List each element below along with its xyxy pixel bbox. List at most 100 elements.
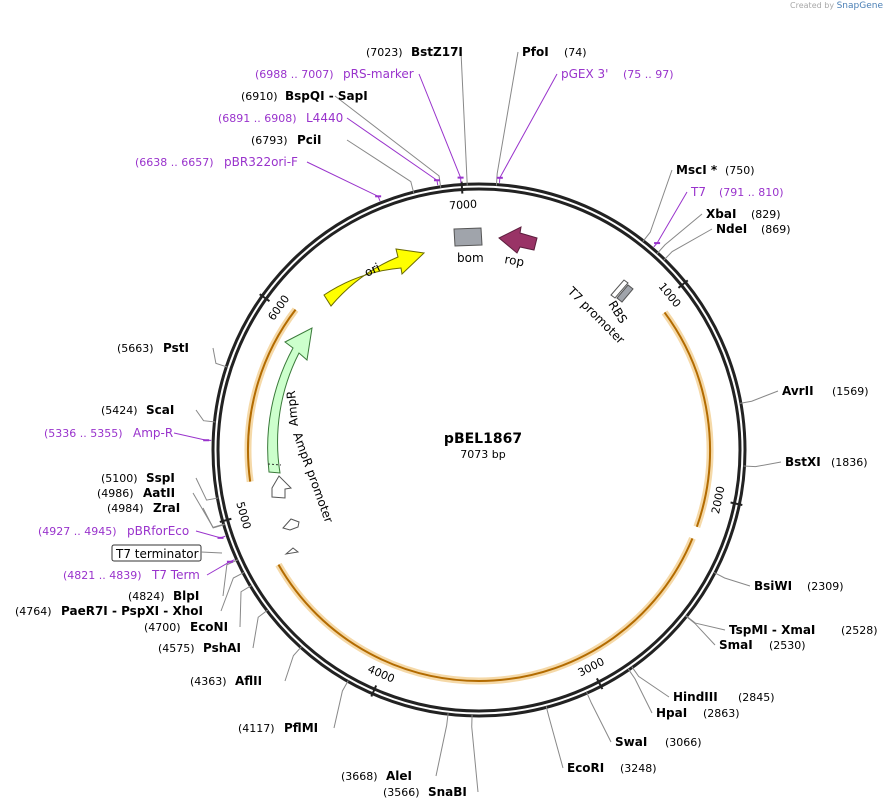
rop-arrow[interactable] bbox=[498, 226, 538, 254]
primer-label-amp-r[interactable]: Amp-R bbox=[133, 426, 173, 440]
ampr-promoter-label: AmpR promoter bbox=[290, 430, 336, 524]
primer-label-t7-term[interactable]: T7 Term bbox=[151, 568, 200, 582]
primer-coord-pgex-3: (75 .. 97) bbox=[623, 68, 674, 81]
t7-small-arrow[interactable] bbox=[282, 518, 300, 531]
site-leader-tspmi bbox=[685, 615, 726, 631]
site-label-pcii[interactable]: PciI bbox=[297, 133, 322, 147]
site-coord-tspmi: (2528) bbox=[841, 624, 878, 637]
site-coord-paer7i: (4764) bbox=[15, 605, 52, 618]
site-coord-pcii: (6793) bbox=[251, 134, 288, 147]
site-label-swai[interactable]: SwaI bbox=[615, 735, 647, 749]
site-coord-blpi: (4824) bbox=[128, 590, 165, 603]
site-leader-aflii bbox=[284, 646, 302, 682]
primer-label-pbrforeco[interactable]: pBRforEco bbox=[127, 524, 189, 538]
t7-promoter-feature[interactable]: RBS T7 promoter bbox=[564, 279, 634, 347]
site-label-econi[interactable]: EcoNI bbox=[190, 620, 228, 634]
site-label-scai[interactable]: ScaI bbox=[146, 403, 174, 417]
site-leader-pshai bbox=[252, 609, 269, 649]
site-label-hindiii[interactable]: HindIII bbox=[673, 690, 718, 704]
bom-feature[interactable]: bom bbox=[453, 227, 484, 265]
site-leader-bsiwi bbox=[713, 572, 751, 587]
site-leader-msci bbox=[642, 169, 673, 242]
rbs-box[interactable] bbox=[616, 284, 634, 303]
site-coord-zrai: (4984) bbox=[107, 502, 144, 515]
site-label-aflii[interactable]: AflII bbox=[235, 674, 262, 688]
ampr-arrow[interactable] bbox=[267, 327, 313, 474]
site-label-aatii[interactable]: AatII bbox=[143, 486, 175, 500]
site-label-zrai[interactable]: ZraI bbox=[153, 501, 180, 515]
primer-leader-l4440 bbox=[346, 117, 439, 186]
ori-arrow[interactable] bbox=[323, 248, 426, 307]
site-label-xbai[interactable]: XbaI bbox=[706, 207, 736, 221]
site-leader-bstz17i bbox=[460, 51, 468, 186]
site-label-blpi[interactable]: BlpI bbox=[173, 589, 199, 603]
site-label-pshai[interactable]: PshAI bbox=[203, 641, 241, 655]
site-coord-bspqi: (6910) bbox=[241, 90, 278, 103]
ampr-promoter-arrow[interactable] bbox=[271, 475, 293, 499]
site-label-sspi[interactable]: SspI bbox=[146, 471, 175, 485]
tick-label-7000: 7000 bbox=[449, 198, 478, 213]
site-label-bstxi[interactable]: BstXI bbox=[785, 455, 821, 469]
site-label-avrii[interactable]: AvrII bbox=[782, 384, 814, 398]
site-coord-bstz17i: (7023) bbox=[366, 46, 403, 59]
site-label-msci[interactable]: MscI * bbox=[676, 163, 718, 177]
bom-box[interactable] bbox=[453, 227, 483, 247]
t7-promoter-arrow[interactable] bbox=[610, 279, 629, 299]
site-label-smai[interactable]: SmaI bbox=[719, 638, 753, 652]
primer-coord-t7-term: (4821 .. 4839) bbox=[63, 569, 142, 582]
site-coord-pflmi: (4117) bbox=[238, 722, 275, 735]
credit-prefix: Created by bbox=[790, 1, 835, 10]
site-label-tspmi[interactable]: TspMI - XmaI bbox=[729, 623, 815, 637]
t7-small-arrow-2[interactable] bbox=[284, 547, 300, 555]
site-coord-bsiwi: (2309) bbox=[807, 580, 844, 593]
site-label-snabi[interactable]: SnaBI bbox=[428, 785, 467, 799]
site-leader-alei bbox=[435, 713, 449, 777]
site-coord-smai: (2530) bbox=[769, 639, 806, 652]
backbone-inner bbox=[216, 187, 742, 713]
site-coord-ndei: (869) bbox=[761, 223, 791, 236]
site-leader-scai bbox=[195, 409, 216, 423]
orf-arc-1[interactable] bbox=[277, 537, 694, 682]
site-label-bstz17i[interactable]: BstZ17I bbox=[411, 45, 463, 59]
orf-arc-0[interactable] bbox=[663, 311, 711, 528]
primer-label-pbr322ori-f[interactable]: pBR322ori-F bbox=[224, 155, 298, 169]
site-leader-pfoi bbox=[495, 51, 519, 186]
primer-label-prs-marker[interactable]: pRS-marker bbox=[343, 67, 414, 81]
primer-leader-amp-r bbox=[173, 432, 212, 441]
t7-terminator-feature[interactable]: T7 terminator bbox=[111, 544, 223, 562]
orf-arc-2[interactable] bbox=[247, 309, 297, 482]
tick-mark-5000 bbox=[219, 517, 232, 523]
primer-layer: pGEX 3' (75 .. 97) T7 (791 .. 810) T7 Term (4… bbox=[38, 67, 784, 582]
ampr-promoter-feature[interactable]: AmpR promoter bbox=[271, 430, 336, 525]
site-coord-ecori: (3248) bbox=[620, 762, 657, 775]
site-label-alei[interactable]: AleI bbox=[386, 769, 412, 783]
site-label-hpai[interactable]: HpaI bbox=[656, 706, 687, 720]
primer-label-t7[interactable]: T7 bbox=[690, 185, 706, 199]
primer-coord-l4440: (6891 .. 6908) bbox=[218, 112, 297, 125]
primer-leader-pbr322ori-f bbox=[306, 161, 381, 202]
ampr-label: AmpR bbox=[284, 390, 301, 427]
site-coord-avrii: (1569) bbox=[832, 385, 869, 398]
site-label-ndei[interactable]: NdeI bbox=[716, 222, 747, 236]
site-label-bspqi[interactable]: BspQI - SapI bbox=[285, 89, 368, 103]
primer-coord-prs-marker: (6988 .. 7007) bbox=[255, 68, 334, 81]
primer-label-pgex-3[interactable]: pGEX 3' bbox=[561, 67, 608, 81]
site-label-bsiwi[interactable]: BsiWI bbox=[754, 579, 792, 593]
site-label-psti[interactable]: PstI bbox=[163, 341, 189, 355]
site-label-ecori[interactable]: EcoRI bbox=[567, 761, 604, 775]
site-label-pflmi[interactable]: PflMI bbox=[284, 721, 318, 735]
site-coord-aflii: (4363) bbox=[190, 675, 227, 688]
rop-feature[interactable]: rop bbox=[498, 226, 538, 269]
primer-label-l4440[interactable]: L4440 bbox=[306, 111, 343, 125]
ampr-feature[interactable]: AmpR bbox=[267, 327, 313, 474]
site-label-pfoi[interactable]: PfoI bbox=[522, 45, 549, 59]
primer-coord-t7: (791 .. 810) bbox=[719, 186, 784, 199]
tick-mark-3000 bbox=[596, 677, 604, 690]
site-leader-pflmi bbox=[333, 680, 349, 729]
primer-leader-prs-marker bbox=[418, 73, 462, 183]
site-leader-snabi bbox=[471, 714, 479, 793]
ori-feature[interactable]: ori bbox=[323, 248, 426, 307]
site-coord-econi: (4700) bbox=[144, 621, 181, 634]
site-label-paer7i[interactable]: PaeR7I - PspXI - XhoI bbox=[61, 604, 203, 618]
orf-glow-1 bbox=[275, 536, 696, 685]
